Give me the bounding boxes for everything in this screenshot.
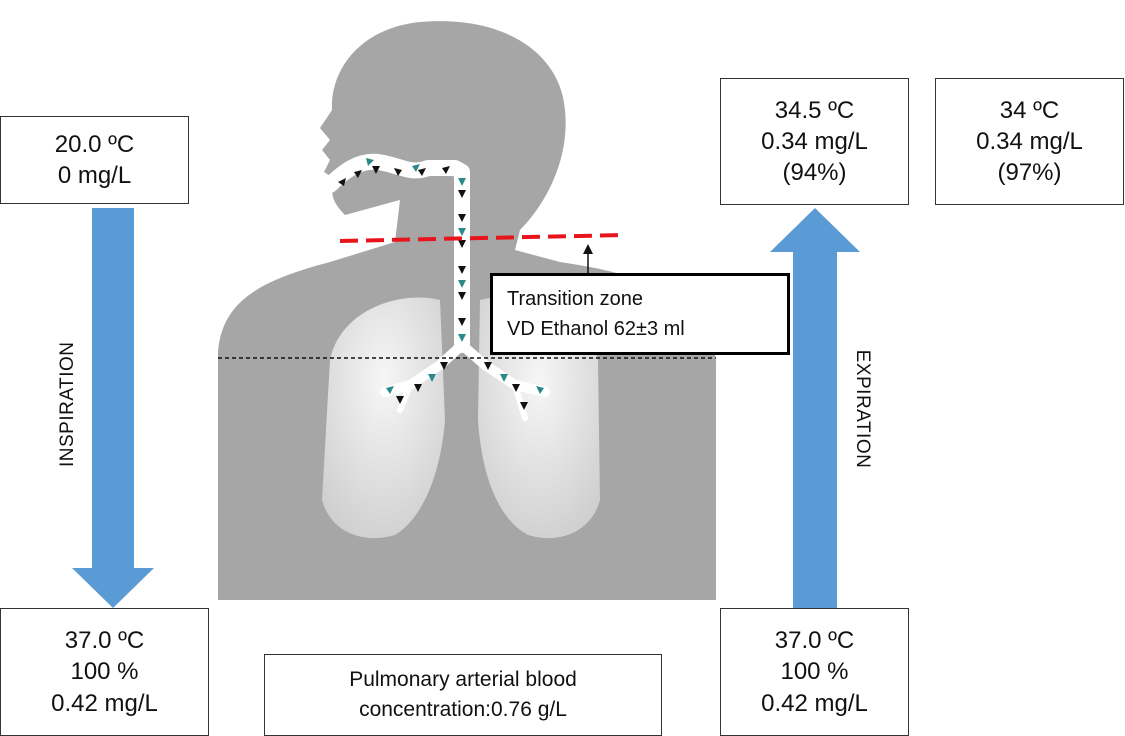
blood-line2: concentration:0.76 g/L: [359, 698, 567, 721]
alveolar-insp-temp: 37.0 ºC: [64, 627, 145, 655]
alveolar-exp-temp: 37.0 ºC: [774, 627, 855, 655]
inspiration-label: INSPIRATION: [57, 341, 78, 468]
transition-zone-box: Transition zone VD Ethanol 62±3 ml: [490, 273, 790, 355]
transition-line1: Transition zone: [507, 288, 643, 310]
expired-temp: 34.5 ºC: [774, 96, 855, 124]
blood-line1: Pulmonary arterial blood: [349, 667, 577, 691]
expired-conc: 0.34 mg/L: [761, 127, 868, 155]
up-arrow-icon: [770, 208, 860, 610]
inspired-air-box: 20.0 ºC 0 mg/L: [0, 116, 189, 204]
transition-line2: VD Ethanol 62±3 ml: [507, 318, 685, 340]
expired-pct: (94%): [782, 159, 847, 187]
alveolar-insp-conc: 0.42 mg/L: [51, 689, 158, 717]
inspired-conc: 0 mg/L: [57, 162, 132, 189]
final-temp: 34 ºC: [999, 96, 1060, 124]
airway-tree-icon: [322, 153, 550, 421]
alveolar-exp-conc: 0.42 mg/L: [761, 689, 868, 717]
alveolar-expiration-box: 37.0 ºC 100 % 0.42 mg/L: [720, 608, 909, 736]
down-arrow-icon: [72, 208, 154, 608]
transition-line: [339, 233, 626, 243]
alveolar-inspiration-box: 37.0 ºC 100 % 0.42 mg/L: [0, 608, 209, 736]
transition-pointer-head: [583, 244, 593, 254]
expired-air-box: 34.5 ºC 0.34 mg/L (94%): [720, 78, 909, 205]
inspired-temp: 20.0 ºC: [54, 130, 135, 158]
expiration-label: EXPIRATION: [852, 349, 873, 469]
final-conc: 0.34 mg/L: [976, 127, 1083, 155]
alveolar-insp-humidity: 100 %: [70, 658, 139, 686]
end-expired-box: 34 ºC 0.34 mg/L (97%): [935, 78, 1124, 205]
final-pct: (97%): [997, 159, 1062, 187]
blood-concentration-box: Pulmonary arterial blood concentration:0…: [264, 654, 662, 736]
alveolar-exp-humidity: 100 %: [780, 658, 849, 686]
